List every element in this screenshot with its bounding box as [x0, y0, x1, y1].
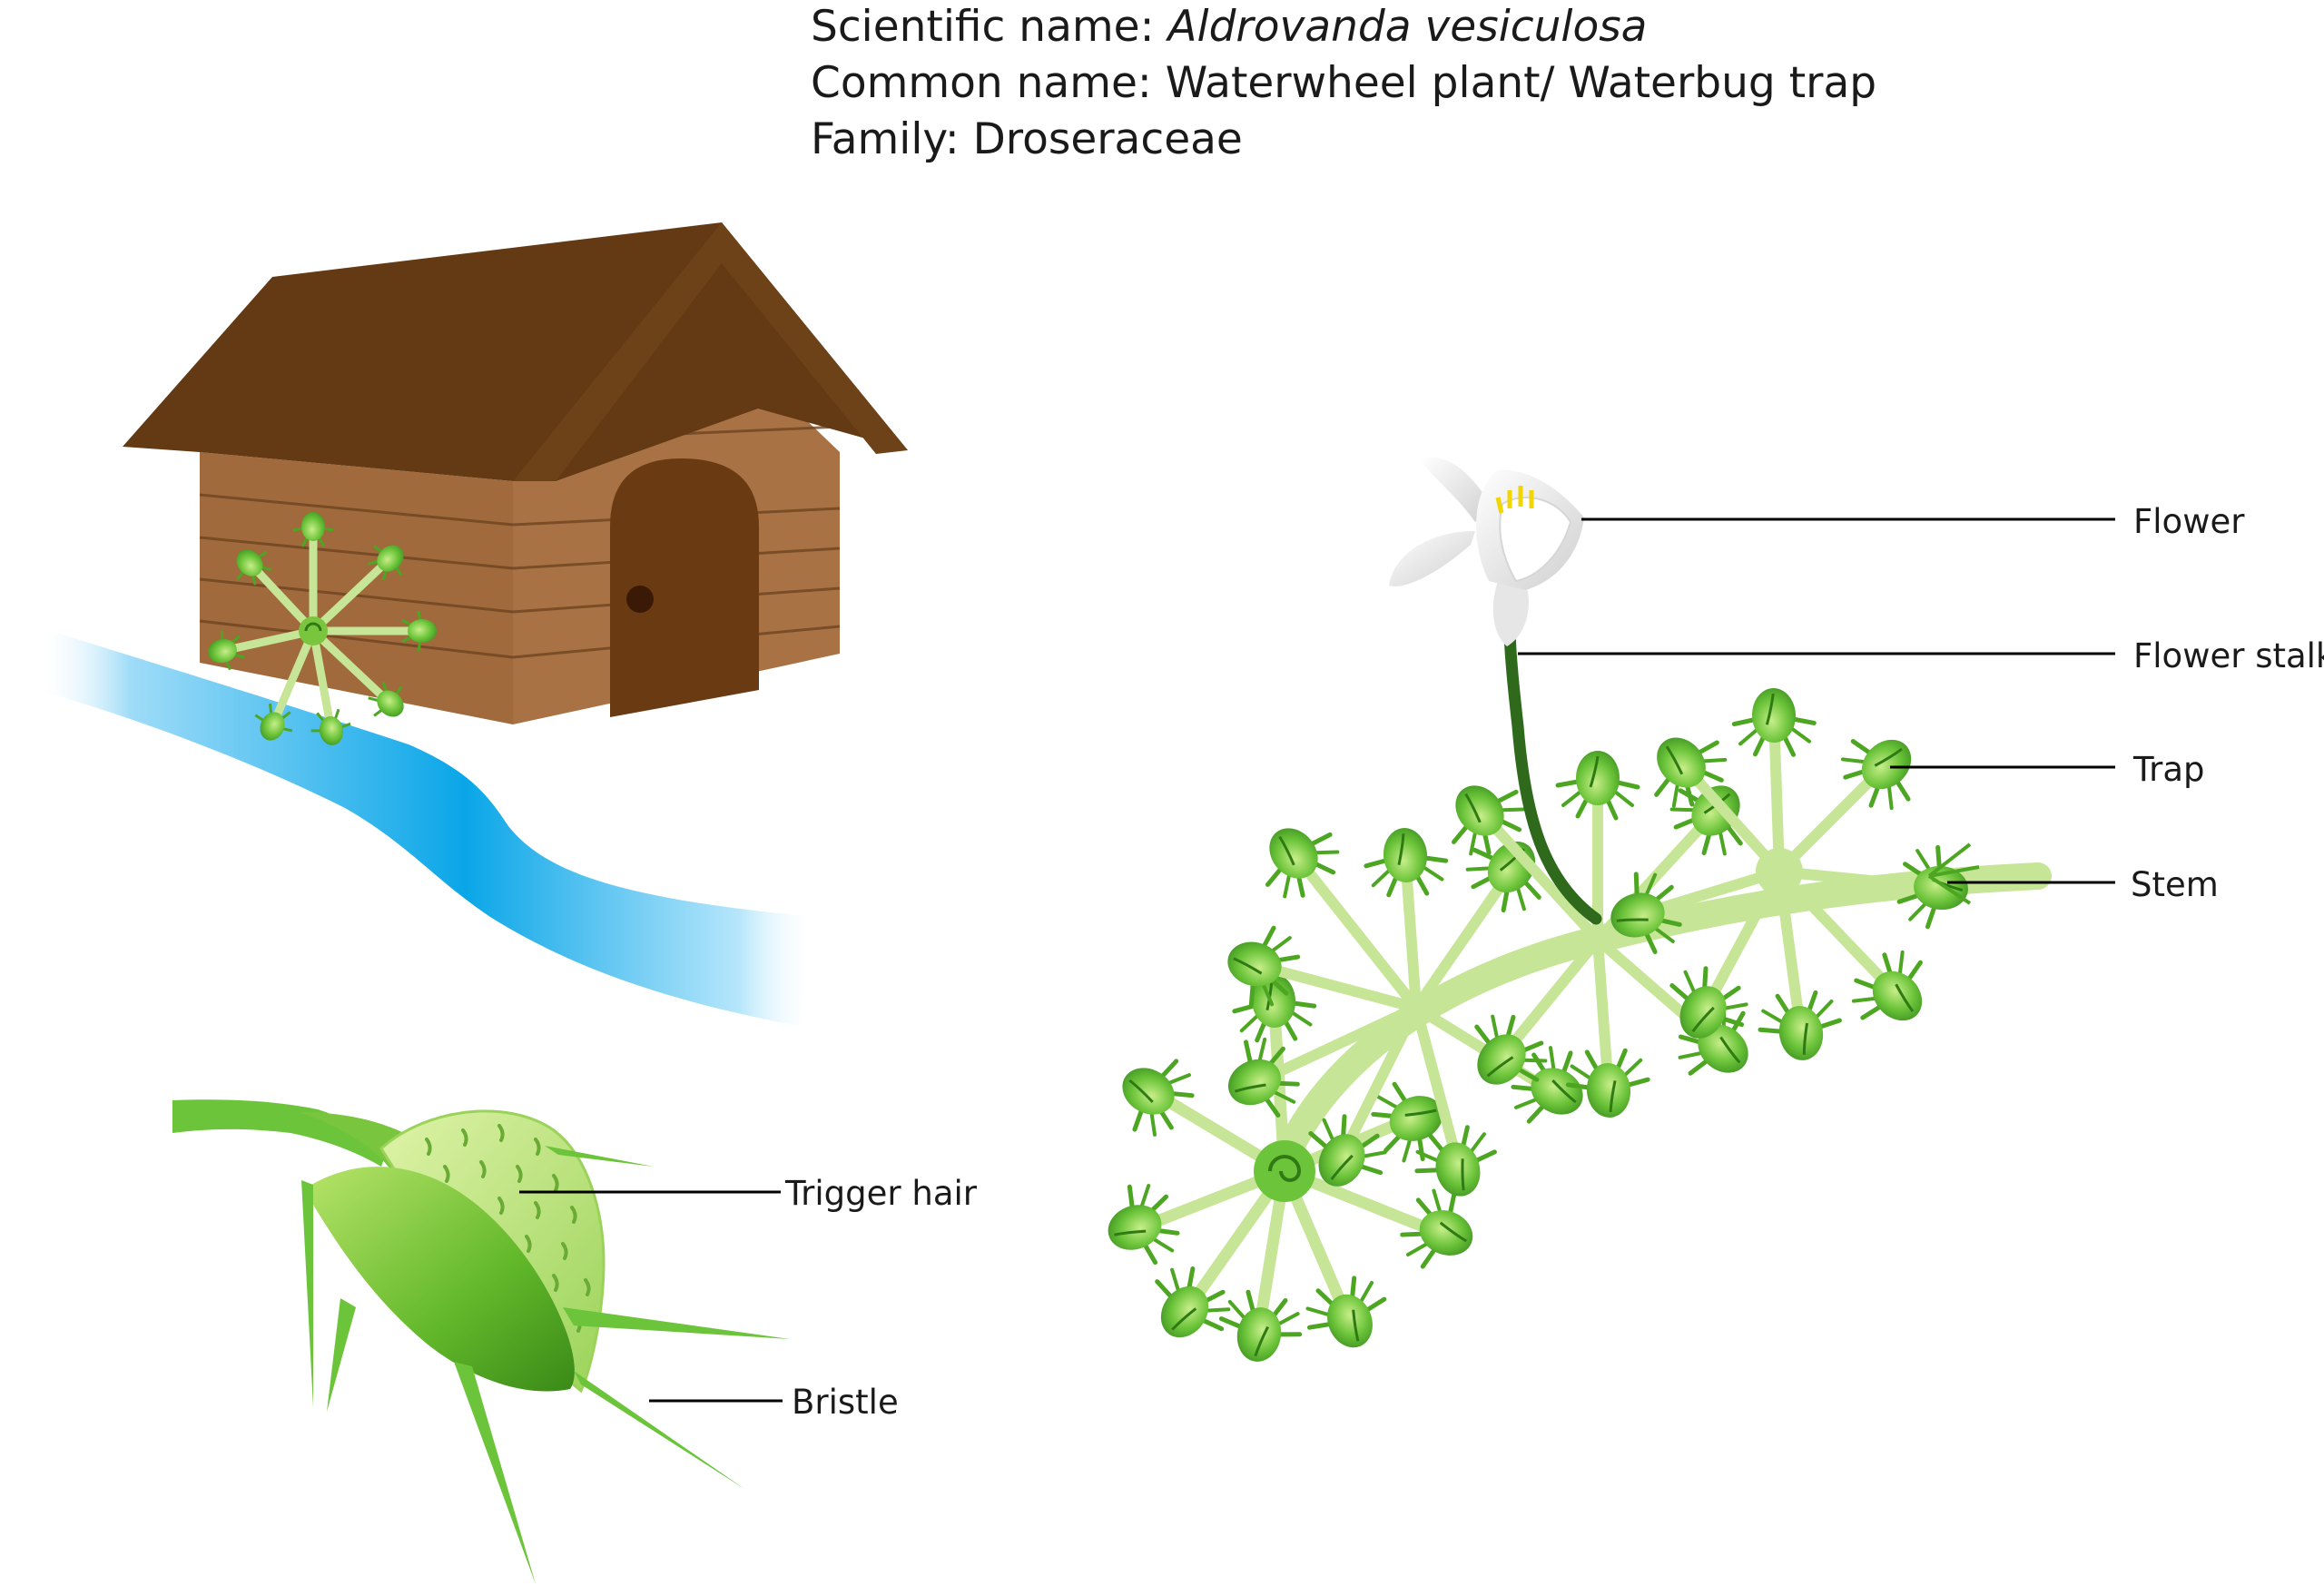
label-bristle: Bristle	[792, 1383, 899, 1422]
bristles	[301, 1146, 790, 1584]
scientific-name-line: Scientific name: Aldrovanda vesiculosa	[811, 2, 1647, 52]
river	[36, 626, 817, 1026]
hut-door	[610, 458, 759, 717]
label-flower-stalk: Flower stalk	[2133, 636, 2324, 675]
small-waterwheel	[202, 510, 438, 751]
flower	[1389, 457, 1584, 646]
trap-outer-shell	[304, 1167, 575, 1392]
scientific-name-prefix: Scientific name:	[811, 2, 1168, 52]
hut-roof-edge	[513, 222, 908, 481]
label-flower: Flower	[2133, 502, 2245, 541]
label-trigger-hair: Trigger hair	[785, 1174, 977, 1213]
family-name: Family: Droseraceae	[811, 114, 1243, 164]
scientific-name: Aldrovanda vesiculosa	[1167, 2, 1648, 52]
label-trap: Trap	[2133, 750, 2205, 789]
common-name: Common name: Waterwheel plant/ Waterbug …	[811, 58, 1877, 108]
label-stem: Stem	[2131, 865, 2219, 904]
main-stem	[1266, 862, 2052, 1185]
leader-lines	[519, 517, 2115, 1403]
hut	[123, 222, 908, 724]
door-knob	[626, 586, 654, 613]
waterwheel-plant	[1096, 457, 2052, 1368]
hut-roof	[123, 222, 908, 481]
trap-cross-section	[172, 1099, 790, 1584]
